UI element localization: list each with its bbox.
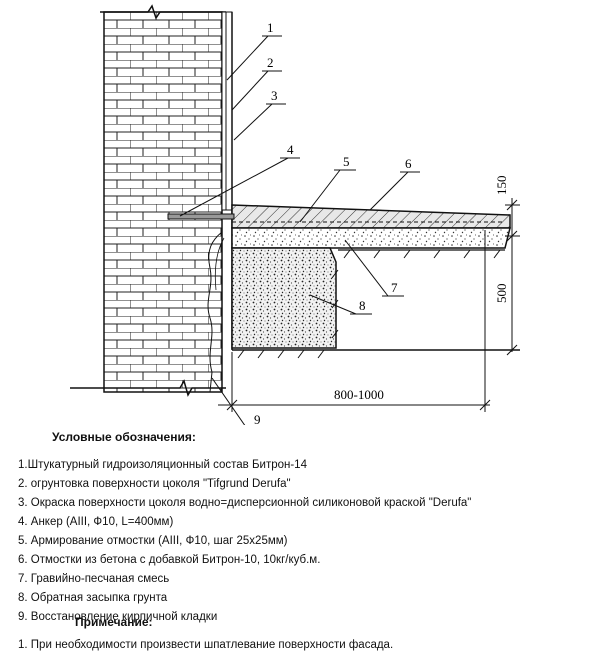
legend-item: 4. Анкер (AIII, Ф10, L=400мм) [18,516,174,528]
legend-item: 5. Армирование отмостки (AIII, Ф10, шаг … [18,535,288,547]
callout-1: 1 [267,20,274,35]
dimension-500: 500 [494,284,509,304]
anchor-rod [167,213,235,220]
legend-list: 1.Штукатурный гидроизоляционный состав Б… [18,456,471,627]
legend-item: 6. Отмостки из бетона с добавкой Битрон-… [18,554,321,566]
blind-area-section-drawing: 150 500 800-1000 1 2 3 4 5 6 7 8 9 [70,4,520,425]
callout-8: 8 [359,298,366,313]
callout-9: 9 [254,412,261,425]
note-item: 1. При необходимости произвести шпатлева… [18,639,394,651]
legend-title: Условные обозначения: [52,430,196,444]
callout-2: 2 [267,55,274,70]
gravel-sand-bed [231,227,511,249]
legend-item: 7. Гравийно-песчаная смесь [18,573,170,585]
masonry-restoration-line-2 [214,237,225,291]
ground-lines [232,249,520,359]
callout-4: 4 [287,142,294,157]
legend-item: 1.Штукатурный гидроизоляционный состав Б… [18,459,307,471]
note-title: Примечание: [75,615,153,629]
soil-backfill [231,247,337,349]
dimension-150: 150 [494,176,509,196]
dimension-800-1000: 800-1000 [334,387,384,402]
callout-6: 6 [405,156,412,171]
callout-3: 3 [271,88,278,103]
plaster-layers [221,11,233,350]
legend-item: 9. Восстановление кирпичной кладки [18,611,218,623]
legend-item: 2. огрунтовка поверхности цоколя "Tifgru… [18,478,291,490]
legend-item: 8. Обратная засыпка грунта [18,592,168,604]
leader-lines [179,35,420,425]
dimension-lines [218,198,520,412]
legend-item: 3. Окраска поверхности цоколя водно=дисп… [18,497,472,509]
brick-wall [70,4,226,397]
note-list: 1. При необходимости произвести шпатлева… [18,636,393,654]
callout-7: 7 [391,280,398,295]
callout-5: 5 [343,154,350,169]
masonry-restoration-line [207,231,223,393]
